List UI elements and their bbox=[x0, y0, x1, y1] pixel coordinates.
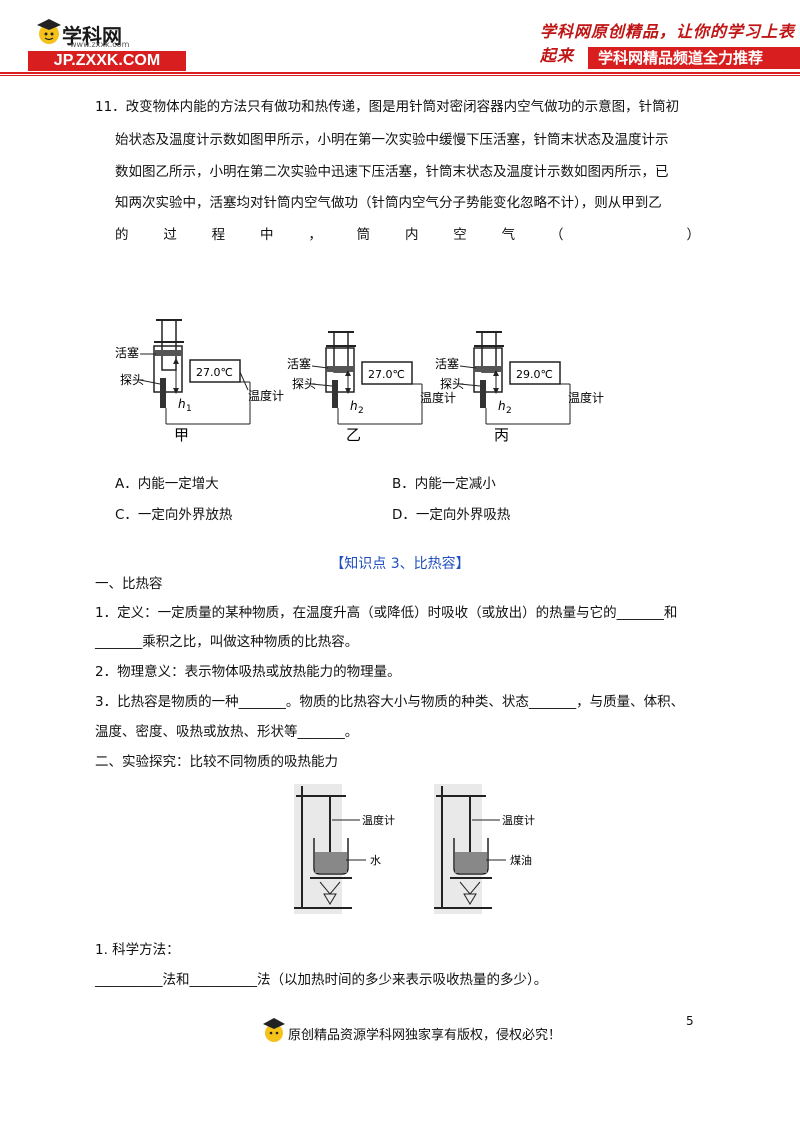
label-piston: 活塞 bbox=[287, 356, 311, 371]
q11-line-1: 11．改变物体内能的方法只有做功和热传递，图是用针筒对密闭容器内空气做功的示意图… bbox=[95, 99, 680, 115]
apparatus-water: 温度计 水 bbox=[294, 784, 395, 914]
label-probe: 探头 bbox=[120, 373, 144, 387]
q11-char: 内 bbox=[404, 227, 419, 243]
recommend-bar: 学科网精品频道全力推荐 bbox=[588, 47, 800, 69]
label-probe: 探头 bbox=[292, 377, 316, 391]
temp-reading: 29.0℃ bbox=[516, 368, 553, 381]
knowledge-title: 【知识点 3、比热容】 bbox=[330, 556, 470, 572]
header-divider bbox=[0, 72, 800, 74]
header-slogan: 学科网原创精品，让你的学习上表起来 bbox=[540, 22, 796, 65]
option-c[interactable]: C．一定向外界放热 bbox=[115, 507, 233, 523]
q11-char: 筒 bbox=[356, 227, 371, 243]
syringe-figures: 活塞 探头 27.0℃ 温度计 h 1 甲 活塞 探头 27.0℃ 温度计 h … bbox=[115, 319, 604, 444]
temp-reading: 27.0℃ bbox=[196, 366, 233, 379]
copyright-footer: 原创精品资源学科网独家享有版权，侵权必究！ bbox=[288, 1028, 562, 1043]
figure-caption: 乙 bbox=[346, 426, 361, 444]
label-probe: 探头 bbox=[440, 377, 464, 391]
q11-char: 气 bbox=[501, 227, 516, 243]
scholar-mascot-icon bbox=[37, 19, 61, 44]
figure-caption: 甲 bbox=[174, 426, 189, 444]
scholar-mascot-icon bbox=[263, 1018, 285, 1042]
label-thermometer: 温度计 bbox=[362, 813, 395, 827]
label-thermometer: 温度计 bbox=[420, 390, 456, 405]
label-thermometer: 温度计 bbox=[502, 813, 535, 827]
section-experiment: 二、实验探究：比较不同物质的吸热能力 bbox=[95, 754, 338, 770]
figure-jia: 活塞 探头 27.0℃ 温度计 h 1 甲 bbox=[115, 319, 284, 444]
section-specific-heat: 一、比热容 bbox=[95, 576, 163, 592]
property-line-2: 温度、密度、吸热或放热、形状等_______。 bbox=[95, 724, 359, 740]
definition-line-1: 1．定义：一定质量的某种物质，在温度升高（或降低）时吸收（或放出）的热量与它的_… bbox=[95, 605, 678, 621]
label-piston: 活塞 bbox=[435, 356, 459, 371]
q11-char: 中 bbox=[259, 227, 274, 243]
q11-line-4: 知两次实验中，活塞均对针筒内空气做功（针筒内空气分子势能变化忽略不计），则从甲到… bbox=[115, 195, 662, 211]
q11-line-5: 的 过 程 中 ， 筒 内 空 气 （ ） bbox=[115, 223, 700, 243]
q11-char: 的 bbox=[115, 227, 129, 243]
option-b[interactable]: B．内能一定减小 bbox=[392, 476, 496, 492]
label-h-sub: 2 bbox=[506, 406, 512, 416]
logo-url-small: www.zxxk.com bbox=[70, 40, 130, 49]
definition-line-2: _______乘积之比，叫做这种物质的比热容。 bbox=[95, 634, 359, 650]
label-kerosene: 煤油 bbox=[510, 853, 532, 867]
header-divider-thin bbox=[0, 75, 800, 76]
option-d[interactable]: D．一定向外界吸热 bbox=[392, 507, 511, 523]
option-a[interactable]: A．内能一定增大 bbox=[115, 476, 219, 492]
logo-bar[interactable]: JP.ZXXK.COM bbox=[28, 51, 186, 71]
label-h-sub: 1 bbox=[186, 404, 192, 414]
page-number: 5 bbox=[686, 1014, 694, 1028]
label-h: h bbox=[350, 399, 358, 413]
q11-char: 空 bbox=[453, 227, 467, 243]
label-water: 水 bbox=[370, 854, 381, 867]
q11-char: ， bbox=[308, 227, 322, 243]
figure-caption: 丙 bbox=[494, 426, 509, 444]
method-title: 1. 科学方法： bbox=[95, 942, 180, 958]
label-h-sub: 2 bbox=[358, 406, 364, 416]
logo-name: 学科网 bbox=[62, 24, 122, 48]
q11-char: 程 bbox=[211, 227, 226, 243]
q11-line-3: 数如图乙所示，小明在第二次实验中迅速下压活塞，针筒末状态及温度计示数如图丙所示，… bbox=[115, 164, 669, 180]
label-thermometer: 温度计 bbox=[568, 390, 604, 405]
lab-apparatus: 温度计 水 温度计 煤油 bbox=[294, 784, 535, 914]
label-thermometer: 温度计 bbox=[248, 388, 284, 403]
physical-meaning: 2．物理意义：表示物体吸热或放热能力的物理量。 bbox=[95, 664, 401, 680]
figure-yi: 活塞 探头 27.0℃ 温度计 h 2 乙 bbox=[287, 331, 456, 444]
q11-line-2: 始状态及温度计示数如图甲所示，小明在第一次实验中缓慢下压活塞，针筒末状态及温度计… bbox=[115, 132, 669, 148]
label-piston: 活塞 bbox=[115, 345, 139, 360]
method-line: __________法和__________法（以加热时间的多少来表示吸收热量的… bbox=[95, 972, 548, 988]
apparatus-kerosene: 温度计 煤油 bbox=[434, 784, 535, 914]
label-h: h bbox=[178, 397, 186, 411]
q11-char: 过 bbox=[163, 227, 177, 243]
answer-blank: （ ） bbox=[549, 227, 700, 243]
label-h: h bbox=[498, 399, 506, 413]
figure-bing: 活塞 探头 29.0℃ 温度计 h 2 丙 bbox=[435, 331, 604, 444]
temp-reading: 27.0℃ bbox=[368, 368, 405, 381]
property-line-1: 3．比热容是物质的一种_______。物质的比热容大小与物质的种类、状态____… bbox=[95, 694, 685, 710]
